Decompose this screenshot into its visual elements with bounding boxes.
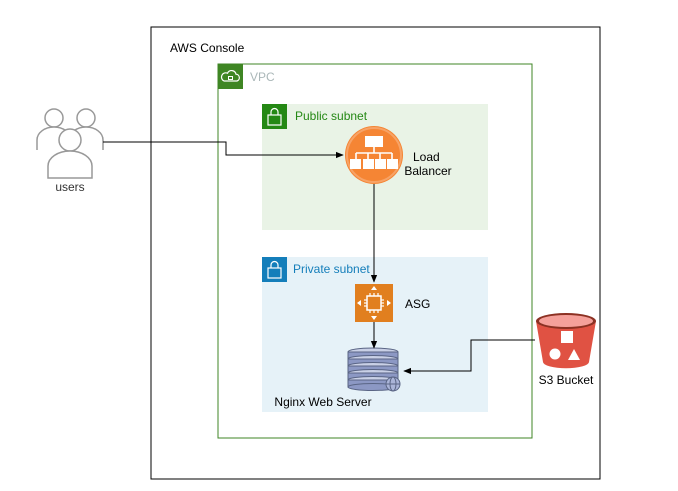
vpc-label: VPC <box>250 70 275 84</box>
s3-to-server-connector <box>403 339 535 375</box>
asg-icon <box>355 284 393 322</box>
load-balancer-label-line2: Balancer <box>404 164 451 178</box>
server-icon <box>347 347 401 392</box>
public-subnet-label: Public subnet <box>295 109 368 123</box>
s3-label: S3 Bucket <box>539 373 594 387</box>
asg-label: ASG <box>405 297 430 311</box>
vpc-cloud-icon <box>218 64 243 89</box>
load-balancer-label: Load Balancer <box>404 150 451 178</box>
aws-console-label: AWS Console <box>170 41 245 55</box>
users-icon <box>36 108 104 179</box>
load-balancer-label-line1: Load <box>413 150 440 164</box>
public-subnet-lock-icon <box>262 104 287 129</box>
private-subnet-label: Private subnet <box>293 262 370 276</box>
load-balancer-icon <box>345 126 403 184</box>
users-label: users <box>55 180 84 194</box>
vpc-group <box>217 63 533 439</box>
users-to-load-balancer-connector <box>103 141 344 159</box>
web-server-label: Nginx Web Server <box>274 395 371 409</box>
s3-bucket-icon <box>536 313 596 369</box>
private-subnet-lock-icon <box>262 257 287 282</box>
